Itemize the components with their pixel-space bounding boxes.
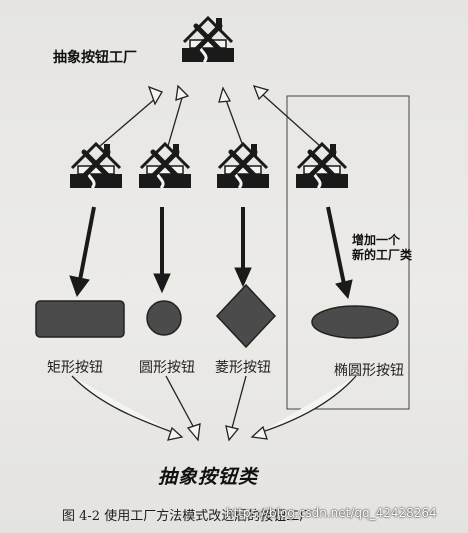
product-label-circle: 圆形按钮 bbox=[139, 360, 195, 376]
note-label: 增加一个 新的工厂类 bbox=[352, 233, 412, 263]
arrow-icon bbox=[153, 273, 171, 294]
arrow-icon bbox=[167, 426, 184, 441]
watermark: https://blog.csdn.net/qq_42428264 bbox=[226, 506, 437, 520]
arrow-icon bbox=[69, 275, 90, 298]
note-line-2: 新的工厂类 bbox=[352, 248, 413, 262]
title-label: 抽象按钮工厂 bbox=[53, 50, 137, 66]
circle-button-shape bbox=[146, 300, 182, 336]
factory-icon bbox=[217, 144, 269, 188]
product-label-rect: 矩形按钮 bbox=[47, 360, 103, 376]
arrow-icon bbox=[186, 423, 201, 442]
arrow-icon bbox=[250, 425, 268, 440]
factory-icon bbox=[296, 144, 348, 188]
product-label-diamond: 菱形按钮 bbox=[215, 360, 271, 376]
ellipse-button-shape bbox=[311, 305, 399, 339]
diamond-button-shape bbox=[215, 283, 277, 349]
product-label-ellipse: 椭圆形按钮 bbox=[334, 363, 404, 379]
figure-caption: 图 4-2 使用工厂方法模式改进后的按钮工厂 bbox=[62, 509, 313, 524]
note-line-1: 增加一个 bbox=[352, 233, 401, 247]
rectangle-button-shape bbox=[35, 300, 125, 338]
factory-icon bbox=[139, 144, 191, 188]
factory-icon bbox=[70, 144, 122, 188]
abstract-factory-icon bbox=[182, 18, 234, 62]
arrow-icon bbox=[252, 85, 270, 101]
arrow-icon bbox=[335, 279, 353, 300]
new-factory-box bbox=[286, 95, 410, 410]
arrow-icon bbox=[234, 267, 252, 288]
arrow-icon bbox=[147, 85, 163, 106]
arrow-icon bbox=[225, 425, 240, 442]
abstract-product-label: 抽象按钮类 bbox=[158, 466, 259, 488]
arrow-icon bbox=[218, 86, 232, 103]
arrow-icon bbox=[175, 84, 190, 101]
